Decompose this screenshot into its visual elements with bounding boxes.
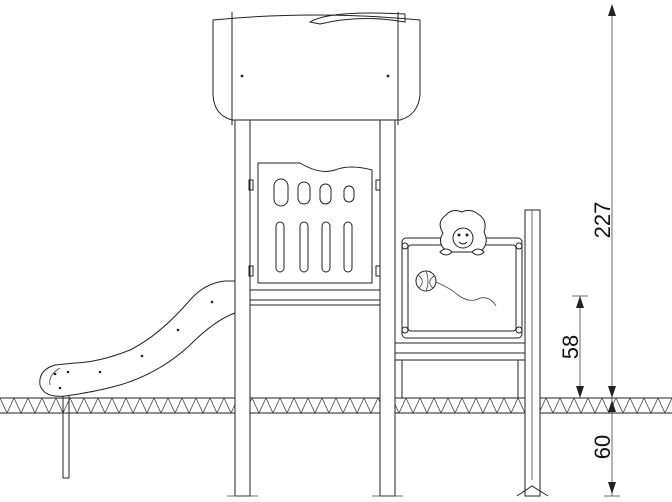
ground-hatch-zigzag <box>0 397 672 414</box>
side-post <box>516 209 549 497</box>
main-post-right <box>372 119 403 497</box>
play-panel <box>401 237 523 339</box>
lower-frame <box>394 342 526 398</box>
panel-height-label: 58 <box>558 335 583 359</box>
dimension-foundation-depth <box>604 398 620 497</box>
lion-face-icon <box>439 209 487 256</box>
dimension-total-height <box>608 4 616 398</box>
ground-line <box>0 397 672 414</box>
roof-canopy <box>212 12 421 125</box>
ball-icon <box>415 270 497 307</box>
foundation-depth-label: 60 <box>590 435 615 459</box>
wall-panel <box>248 162 381 284</box>
dimension-panel-height <box>572 295 588 398</box>
platform-deck <box>249 289 381 306</box>
slide <box>39 280 236 479</box>
total-height-label: 227 <box>590 202 615 239</box>
